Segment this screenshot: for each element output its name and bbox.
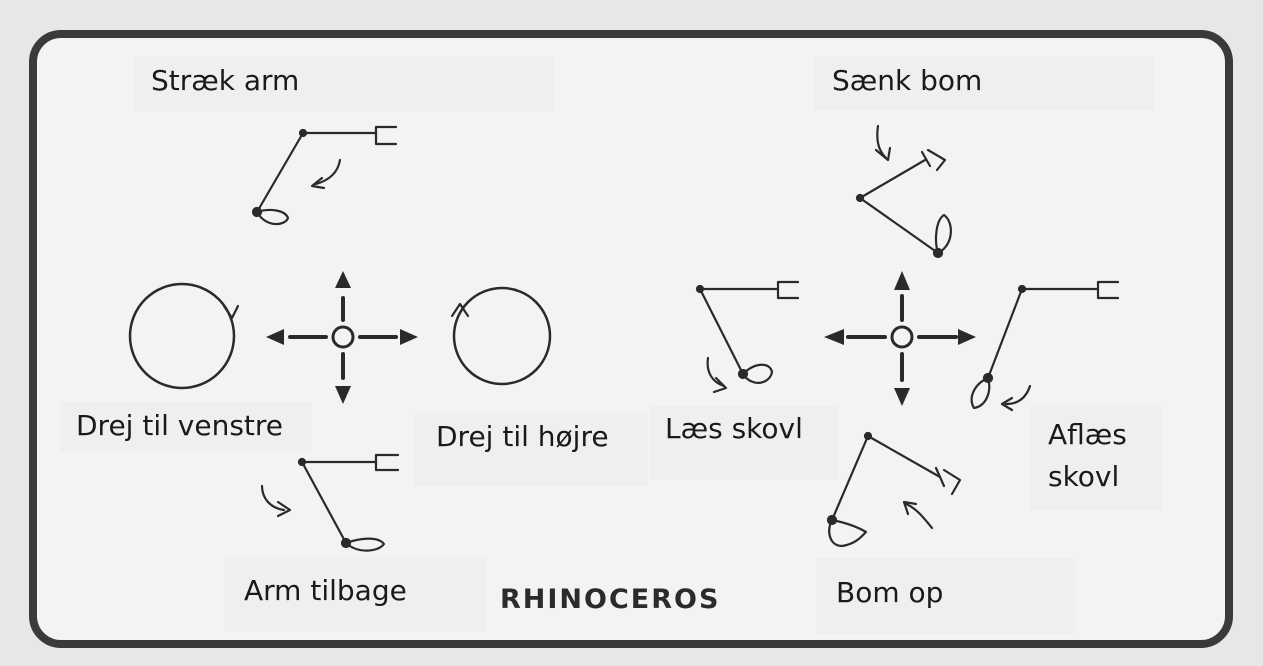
brand-logo: RHINOCEROS xyxy=(500,584,721,615)
rotate-right-icon xyxy=(450,286,552,386)
rotate-left-icon xyxy=(128,282,240,390)
lower-boom-icon xyxy=(855,124,952,259)
arm-back-icon xyxy=(260,453,400,552)
boom-up-icon xyxy=(826,431,962,548)
load-bucket-icon xyxy=(695,280,800,394)
label-unload-bucket: Aflæs skovl xyxy=(1030,404,1162,510)
label-unload-bucket-line1: Aflæs xyxy=(1048,418,1127,451)
label-boom-up: Bom op xyxy=(816,558,1076,634)
right-joystick xyxy=(824,271,976,406)
panel-border xyxy=(29,30,1233,648)
unload-bucket-icon xyxy=(970,280,1120,412)
label-unload-bucket-line2: skovl xyxy=(1048,460,1120,493)
label-lower-boom: Sænk bom xyxy=(814,56,1154,110)
label-extend-arm: Stræk arm xyxy=(133,56,553,112)
label-arm-back: Arm tilbage xyxy=(224,556,486,632)
label-load-bucket: Læs skovl xyxy=(651,406,837,480)
label-turn-right: Drej til højre xyxy=(414,412,648,486)
left-joystick xyxy=(266,271,418,404)
extend-arm-icon xyxy=(251,125,398,226)
label-turn-left: Drej til venstre xyxy=(60,402,312,452)
